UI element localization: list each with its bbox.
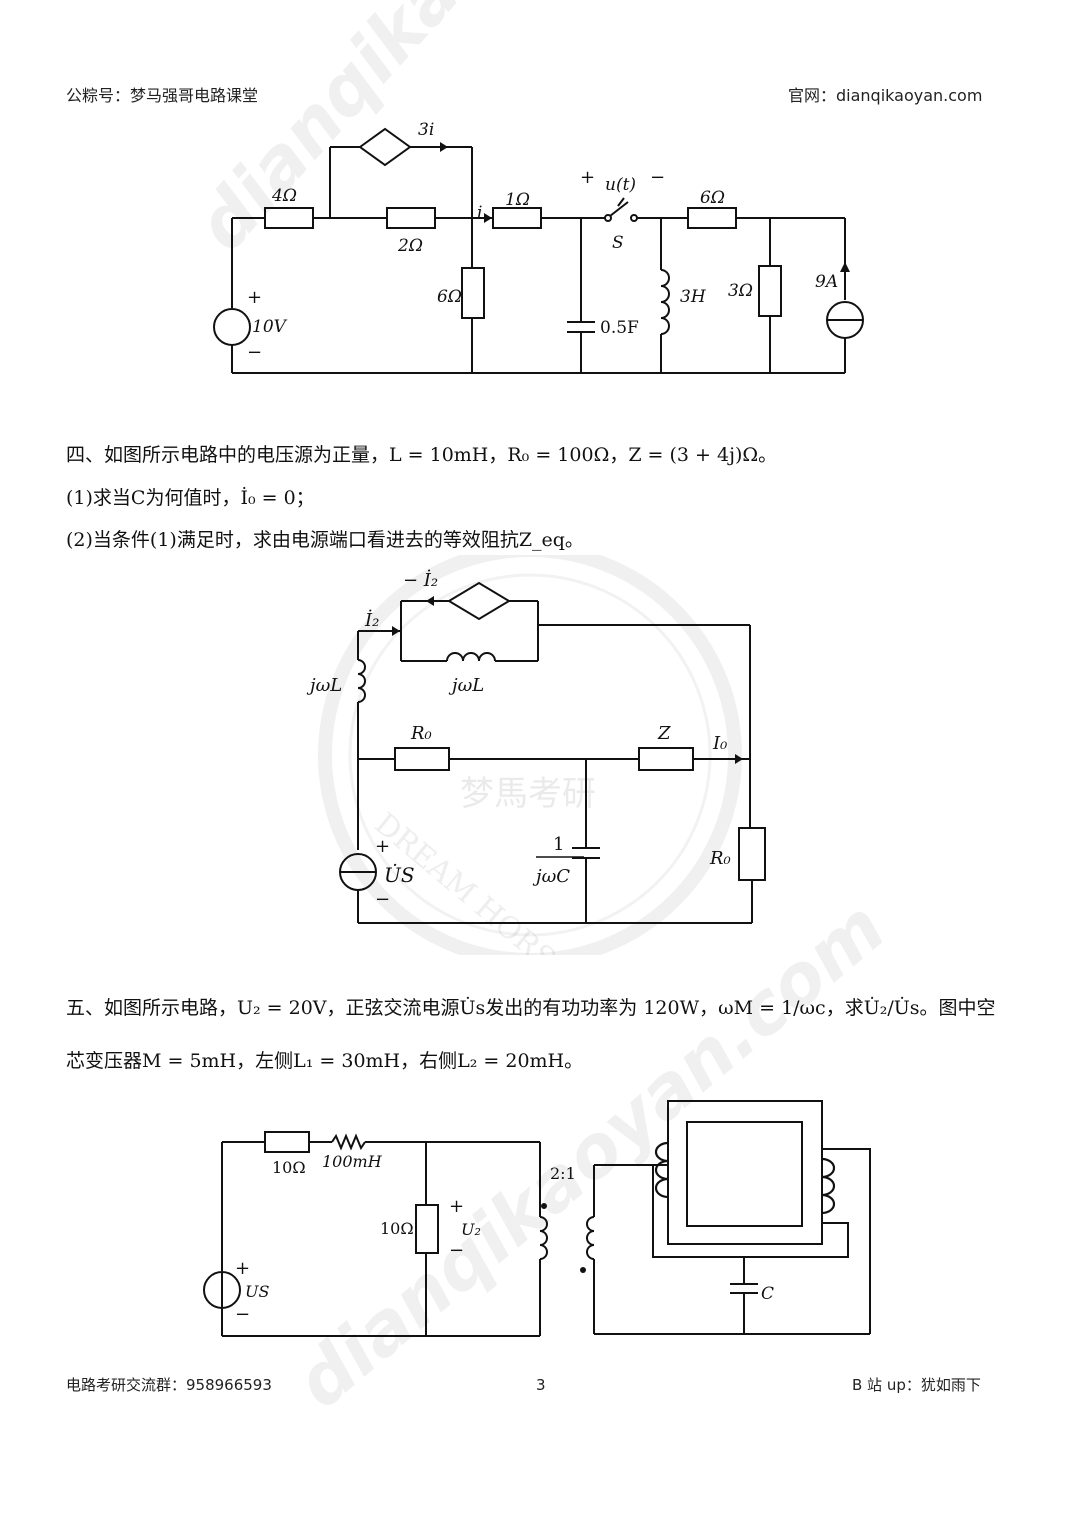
label-10v: 10V	[252, 317, 288, 337]
label-i: i	[477, 203, 482, 223]
label-1ohm: 1Ω	[505, 190, 530, 210]
label-us3-plus: +	[235, 1258, 250, 1279]
label-0.5f: 0.5F	[600, 318, 639, 338]
resistor-10ohm-shunt	[415, 1204, 439, 1254]
label-9a: 9A	[815, 272, 838, 292]
label-3ohm: 3Ω	[728, 281, 753, 301]
voltage-source-10v	[213, 308, 251, 346]
label-ratio: 2:1	[550, 1164, 576, 1183]
label-u2-plus: +	[449, 1196, 464, 1217]
resistor-10ohm-series	[264, 1131, 310, 1153]
problem5-line2: 芯变压器M = 5mH，左侧L₁ = 30mH，右侧L₂ = 20mH。	[66, 1050, 584, 1072]
label-ut: u(t)	[605, 175, 636, 195]
resistor-r0-right	[738, 827, 766, 881]
label-switch: S	[612, 233, 624, 253]
problem5-line1: 五、如图所示电路，U₂ = 20V，正弦交流电源U̇s发出的有功功率为 120W…	[66, 997, 996, 1019]
transformer-core-inner	[686, 1121, 803, 1227]
label-neg-i2: − İ₂	[403, 568, 438, 591]
footer-page-number: 3	[536, 1376, 546, 1394]
inductor-jwl-left	[357, 659, 366, 703]
label-i0: I₀	[712, 733, 727, 754]
label-us3-minus: −	[235, 1304, 250, 1325]
label-10ohm-shunt: 10Ω	[380, 1219, 414, 1238]
label-cap-den: jωC	[532, 866, 570, 887]
header-right: 官网：dianqikaoyan.com	[788, 86, 983, 105]
footer-left: 电路考研交流群：958966593	[66, 1376, 272, 1394]
label-4ohm: 4Ω	[271, 186, 297, 206]
inductor-3h	[660, 269, 670, 335]
label-3h: 3H	[680, 287, 707, 307]
label-6ohm-right: 6Ω	[700, 188, 725, 208]
watermark-seal-text: 梦馬考研	[460, 774, 596, 814]
label-3i: 3i	[418, 120, 434, 140]
problem4-line3: (2)当条件(1)满足时，求由电源端口看进去的等效阻抗Z_eq。	[66, 529, 584, 551]
label-minus-src: −	[247, 342, 262, 363]
label-jwl-mid: jωL	[448, 675, 484, 696]
inductor-jwl-mid	[446, 652, 496, 662]
secondary-coil	[586, 1216, 595, 1260]
resistor-3ohm	[758, 265, 782, 317]
label-i2: İ₂	[364, 608, 379, 631]
primary-coil	[539, 1216, 548, 1260]
label-r0-top: R₀	[410, 723, 432, 744]
footer-right: B 站 up：犹如雨下	[852, 1376, 981, 1394]
label-us: U̇S	[384, 863, 415, 887]
transformer-core-outer	[667, 1100, 823, 1245]
label-2ohm: 2Ω	[397, 236, 423, 256]
impedance-z	[638, 747, 694, 771]
resistor-6ohm-right	[687, 207, 737, 229]
label-6ohm: 6Ω	[437, 287, 462, 307]
resistor-6ohm	[461, 267, 485, 319]
problem4-line1: 四、如图所示电路中的电压源为正量，L = 10mH，R₀ = 100Ω，Z = …	[66, 444, 778, 466]
dependent-source	[358, 127, 412, 167]
resistor-4ohm	[264, 207, 314, 229]
resistor-1ohm	[492, 207, 542, 229]
inductor-100mh	[331, 1133, 366, 1151]
label-ut-minus: −	[650, 167, 665, 188]
label-cap-num: 1	[553, 834, 564, 855]
header-left: 公粽号：梦马强哥电路课堂	[66, 86, 259, 105]
label-us3: US	[245, 1282, 269, 1301]
dependent-source-2	[447, 581, 511, 621]
label-jwl-left: jωL	[306, 675, 342, 696]
label-us-plus: +	[375, 836, 390, 857]
resistor-r0-top	[394, 747, 450, 771]
label-u2: U₂	[461, 1220, 481, 1239]
label-ut-plus: +	[580, 167, 595, 188]
resistor-2ohm	[386, 207, 436, 229]
circuit-diagram-2: − İ₂ İ₂ jωL jωL R₀ Z I₀ 1 jωC R₀ + U̇S −	[306, 568, 766, 924]
label-u2-minus: −	[449, 1240, 464, 1261]
circuit-diagram-3: 10Ω 100mH 10Ω + U₂ − 2:1 + US − C	[203, 1100, 871, 1337]
label-cap-c: C	[761, 1284, 774, 1304]
label-us-minus: −	[375, 889, 390, 910]
label-plus-src: +	[247, 287, 262, 308]
circuit-diagram-1: 4Ω 3i 2Ω i 1Ω 6Ω + 10V − + u(t) − S 0.5F…	[213, 120, 864, 374]
label-z: Z	[657, 723, 671, 744]
label-r0-right: R₀	[709, 848, 731, 869]
label-100mh: 100mH	[322, 1152, 383, 1171]
label-10ohm-series: 10Ω	[272, 1158, 306, 1177]
problem4-line2: (1)求当C为何值时，İ₀ = 0；	[66, 487, 315, 509]
